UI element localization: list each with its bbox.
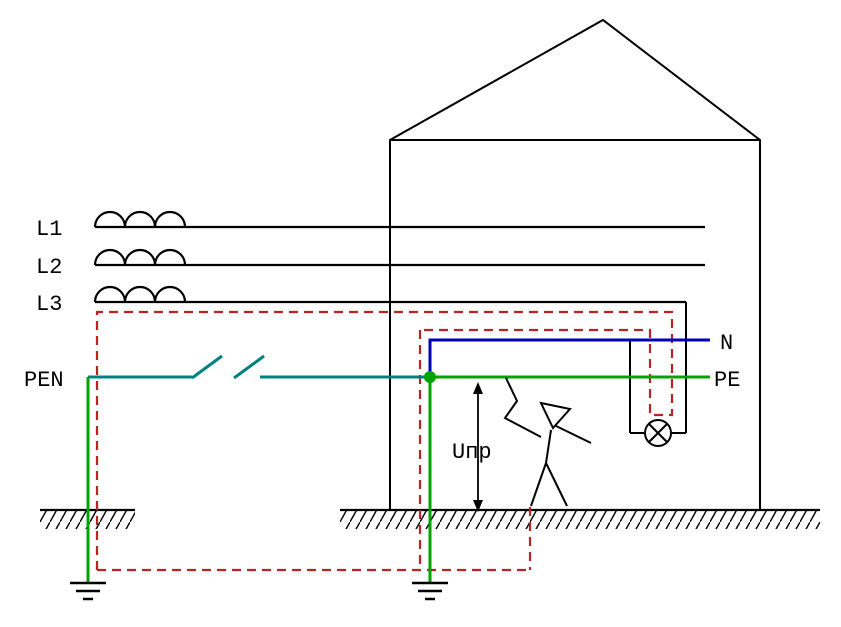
arrowhead-down-icon bbox=[473, 500, 483, 512]
lamp-icon bbox=[644, 419, 672, 447]
label-n: N bbox=[720, 331, 733, 356]
label-l1: L1 bbox=[36, 217, 62, 242]
person-figure bbox=[503, 377, 592, 507]
n-conductor bbox=[428, 338, 710, 377]
label-pe: PE bbox=[714, 368, 740, 393]
coil-l3 bbox=[93, 285, 187, 303]
earth-electrode-source bbox=[70, 581, 106, 601]
earth-electrode-building bbox=[412, 581, 448, 601]
pen-break-slash-2 bbox=[233, 354, 265, 380]
person-arm bbox=[503, 377, 542, 438]
pe-conductors bbox=[86, 375, 710, 583]
person-body bbox=[545, 429, 552, 464]
label-touch-voltage: Uпр bbox=[452, 440, 492, 465]
label-l2: L2 bbox=[36, 255, 62, 280]
transformer-windings bbox=[93, 210, 187, 303]
person-arm-right bbox=[555, 425, 592, 444]
label-l3: L3 bbox=[36, 292, 62, 317]
touch-voltage-arrow bbox=[473, 382, 483, 512]
person-leg-left bbox=[530, 462, 547, 507]
pen-split-junction-dot bbox=[424, 371, 436, 383]
coil-l2 bbox=[93, 248, 187, 266]
house-outline bbox=[389, 18, 761, 510]
fault-current-path bbox=[95, 310, 674, 572]
person-head bbox=[539, 401, 572, 430]
ground-surface-right bbox=[340, 508, 820, 529]
coil-l1 bbox=[93, 210, 187, 228]
pen-break-slash-1 bbox=[191, 354, 223, 380]
lamp-branch bbox=[629, 302, 687, 447]
pen-conductor bbox=[88, 354, 430, 380]
ground-hatch-right bbox=[340, 510, 820, 529]
person-leg-right bbox=[545, 462, 568, 507]
arrowhead-up-icon bbox=[473, 382, 483, 394]
label-pen: PEN bbox=[24, 368, 64, 393]
